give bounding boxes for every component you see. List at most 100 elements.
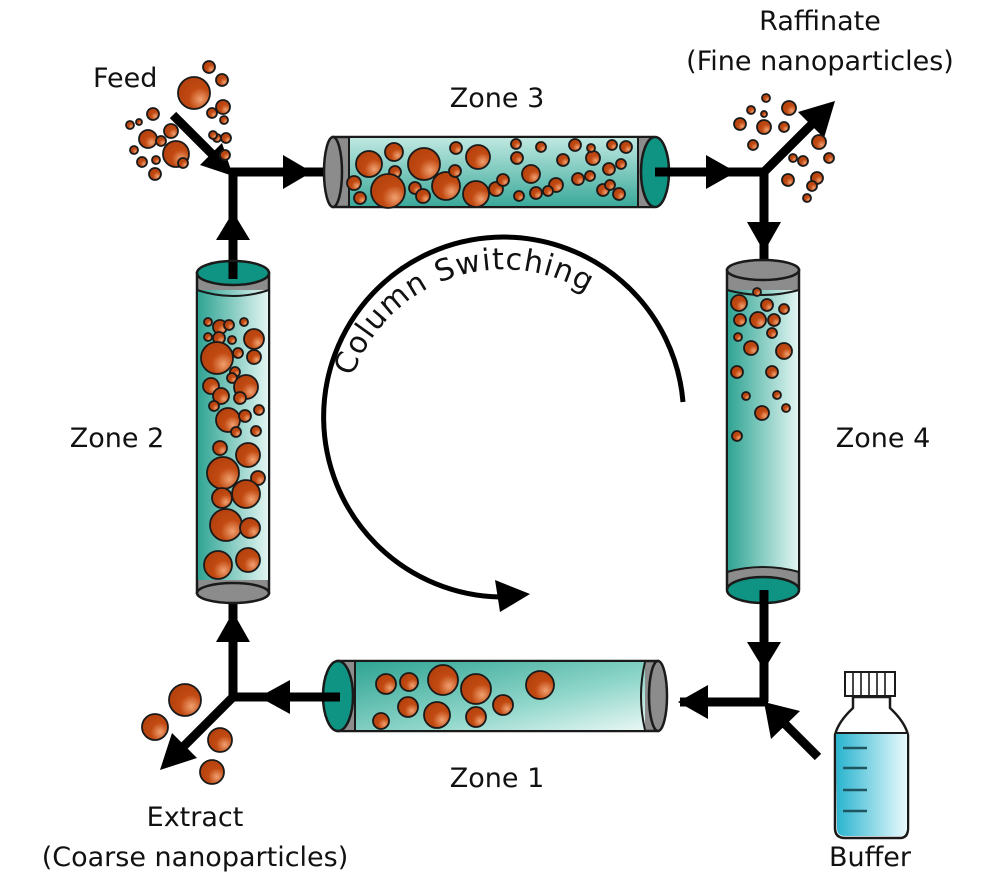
zone1-label: Zone 1: [450, 763, 545, 794]
nanoparticle: [615, 158, 627, 170]
column-switching-arrowhead: [495, 580, 530, 612]
nanoparticle: [604, 179, 616, 191]
nanoparticle: [460, 673, 492, 705]
nanoparticle: [415, 188, 431, 204]
nanoparticle: [423, 701, 451, 729]
nanoparticle: [788, 153, 798, 163]
nanoparticle: [208, 130, 218, 140]
flow-lines: [160, 101, 835, 770]
nanoparticle: [209, 508, 243, 542]
extract-arrowhead: [160, 733, 197, 770]
nanoparticle: [513, 190, 525, 202]
arrowhead-down-zone1: [747, 642, 781, 670]
zone2-particles: [200, 317, 266, 580]
nanoparticle: [220, 132, 232, 144]
nanoparticle: [535, 141, 547, 153]
nanoparticle: [208, 400, 220, 412]
nanoparticle: [199, 759, 225, 785]
nanoparticle: [146, 107, 160, 121]
nanoparticle: [492, 694, 514, 716]
nanoparticle: [496, 173, 510, 187]
nanoparticle: [778, 121, 790, 133]
nanoparticle: [212, 387, 230, 405]
raffinate-outlet-line: [756, 114, 822, 180]
nanoparticle: [619, 140, 633, 154]
column-switching-arrow: Column Switching: [321, 234, 686, 612]
nanoparticle: [746, 105, 756, 115]
nanoparticle: [232, 347, 244, 359]
nanoparticle: [231, 479, 261, 509]
nanoparticle: [731, 430, 743, 442]
nanoparticle: [206, 456, 240, 490]
nanoparticle: [163, 123, 179, 139]
nanoparticle: [584, 170, 596, 182]
nanoparticle: [223, 319, 235, 331]
nanoparticle: [250, 470, 266, 486]
nanoparticle: [756, 119, 772, 135]
column-switching-label: Column Switching: [327, 242, 600, 380]
feed-label: Feed: [93, 63, 157, 94]
arrowhead-right-zone3: [283, 155, 312, 189]
nanoparticle: [239, 317, 249, 327]
nanoparticle: [733, 117, 747, 131]
nanoparticle: [203, 332, 213, 342]
feed-particles: [125, 60, 232, 181]
nanoparticle: [797, 155, 809, 167]
arrowhead-up-zone2-bottom: [216, 612, 250, 642]
nanoparticle: [177, 76, 211, 110]
nanoparticle: [243, 328, 265, 350]
nanoparticle: [733, 313, 747, 327]
nanoparticle: [136, 156, 148, 168]
arrowhead-left-extract: [259, 680, 290, 714]
nanoparticle: [129, 145, 139, 155]
nanoparticle: [219, 149, 231, 161]
nanoparticle: [203, 550, 233, 580]
nanoparticle: [760, 298, 774, 312]
nanoparticle: [397, 696, 419, 718]
nanoparticle: [743, 340, 759, 356]
nanoparticle: [585, 150, 601, 166]
nanoparticle: [346, 175, 362, 191]
nanoparticle: [372, 712, 390, 730]
buffer-label: Buffer: [829, 842, 912, 873]
nanoparticle: [230, 426, 242, 438]
nanoparticle: [125, 120, 135, 130]
nanoparticle: [431, 171, 461, 201]
nanoparticle: [778, 303, 790, 315]
nanoparticle: [749, 311, 767, 329]
nanoparticle: [246, 349, 262, 365]
nanoparticle: [510, 151, 524, 165]
zone3-label: Zone 3: [450, 83, 545, 114]
nanoparticle: [806, 180, 818, 192]
nanoparticle: [227, 335, 237, 345]
column-zone1: [320, 659, 669, 733]
nanoparticle: [200, 341, 234, 375]
zone4-label: Zone 4: [836, 423, 931, 454]
nanoparticle: [730, 365, 744, 379]
buffer-arrowhead: [764, 702, 800, 739]
extract-sublabel: (Coarse nanoparticles): [42, 842, 349, 873]
nanoparticle: [465, 706, 487, 728]
nanoparticle: [155, 135, 167, 147]
nanoparticle: [586, 143, 596, 153]
nanoparticle: [765, 365, 779, 379]
nanoparticle: [207, 727, 233, 753]
nanoparticle: [253, 404, 265, 416]
nanoparticle: [510, 138, 522, 150]
nanoparticle: [752, 287, 762, 297]
nanoparticle: [781, 100, 797, 116]
nanoparticle: [802, 193, 812, 203]
zone1-particles: [372, 664, 555, 730]
zone2-label: Zone 2: [70, 423, 165, 454]
column-zone3: [322, 135, 675, 209]
nanoparticle: [823, 152, 835, 164]
nanoparticle: [141, 713, 169, 741]
raffinate-particles: [733, 93, 835, 203]
extract-outlet-line: [176, 689, 241, 754]
nanoparticle: [730, 294, 748, 312]
nanoparticle: [606, 139, 618, 151]
nanoparticle: [384, 142, 404, 162]
nanoparticle: [775, 342, 793, 360]
extract-particles: [141, 683, 233, 785]
